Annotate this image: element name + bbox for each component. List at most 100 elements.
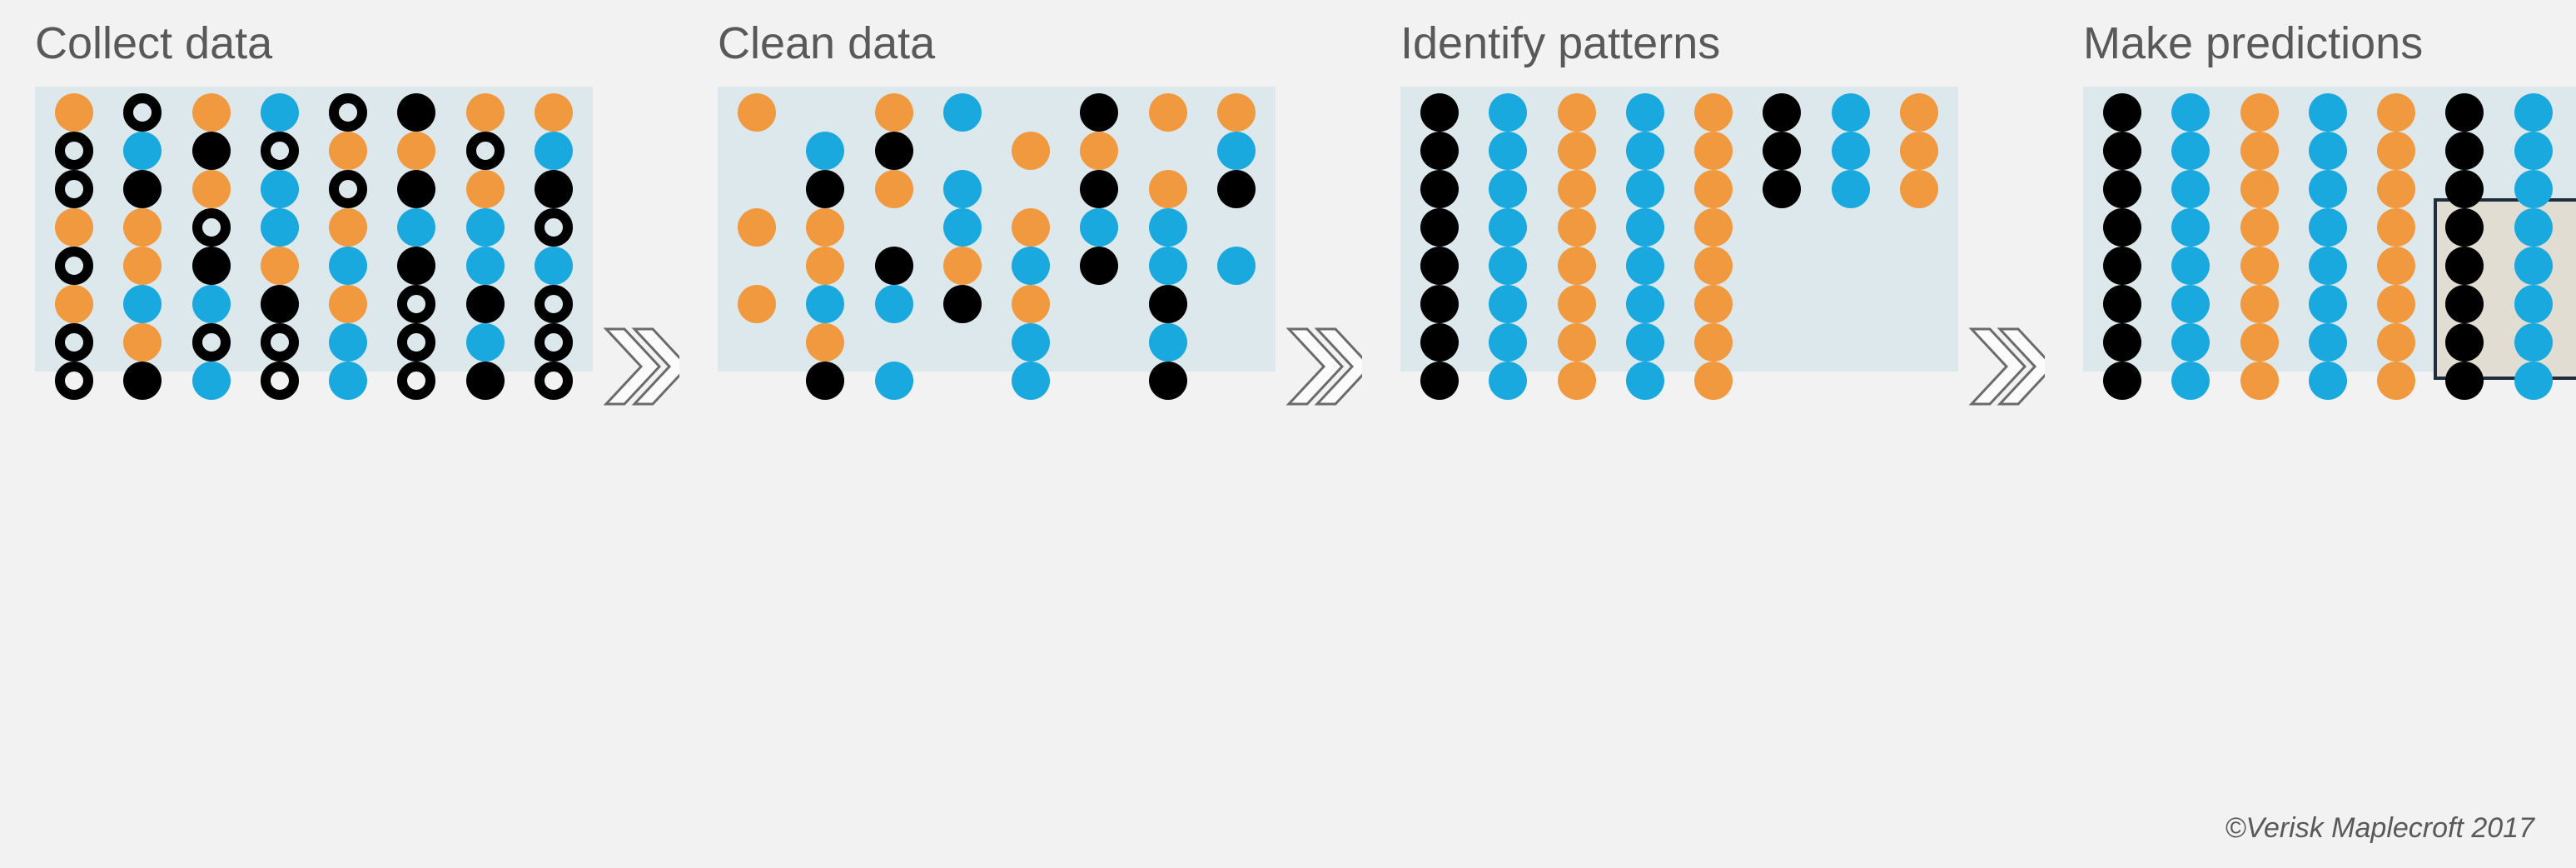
empty-slot — [1900, 285, 1938, 323]
black-circle-icon — [260, 285, 299, 323]
orange-circle-icon — [534, 93, 573, 132]
blue-circle-icon — [2514, 170, 2553, 208]
grid-cell — [997, 285, 1065, 323]
grid-cell — [1748, 323, 1816, 362]
grid-cell — [451, 170, 520, 208]
hollow-circle-icon — [55, 362, 94, 400]
grid-cell — [1885, 132, 1953, 170]
grid-cell — [1748, 132, 1816, 170]
orange-circle-icon — [1148, 93, 1187, 132]
grid-cell — [723, 132, 791, 170]
grid-cell — [1611, 362, 1679, 400]
empty-slot — [738, 362, 776, 400]
orange-circle-icon — [2240, 132, 2279, 170]
grid-cell — [2225, 132, 2294, 170]
grid-cell — [246, 323, 314, 362]
double-chevron-right-icon — [1968, 0, 2045, 733]
hollow-circle-icon — [397, 362, 436, 400]
grid-cell — [2156, 208, 2225, 247]
blue-circle-icon — [2171, 323, 2210, 362]
hollow-circle-icon — [260, 323, 299, 362]
blue-circle-icon — [191, 362, 231, 400]
orange-circle-icon — [1694, 93, 1733, 132]
black-circle-icon — [2445, 247, 2484, 285]
black-circle-icon — [874, 132, 913, 170]
orange-circle-icon — [2240, 285, 2279, 323]
grid-cell — [860, 362, 928, 400]
orange-circle-icon — [874, 170, 913, 208]
hollow-circle-icon — [329, 170, 368, 208]
empty-slot — [1763, 362, 1801, 400]
grid-cell — [451, 93, 520, 132]
grid-cell — [1543, 132, 1611, 170]
blue-circle-icon — [2514, 285, 2553, 323]
grid-cell — [2499, 170, 2568, 208]
grid-cell — [723, 323, 791, 362]
grid-cell — [451, 247, 520, 285]
black-circle-icon — [1763, 132, 1802, 170]
black-circle-icon — [2445, 170, 2484, 208]
grid-cells-identify-patterns — [1400, 87, 1958, 400]
grid-cell — [2156, 132, 2225, 170]
grid-cell — [791, 93, 859, 132]
black-circle-icon — [2103, 208, 2142, 247]
grid-cell — [1405, 362, 1474, 400]
grid-cell — [1202, 170, 1271, 208]
black-circle-icon — [942, 285, 982, 323]
grid-cell — [177, 93, 246, 132]
orange-circle-icon — [465, 93, 505, 132]
grid-cell — [2568, 323, 2576, 362]
grid-cell — [314, 323, 382, 362]
orange-circle-icon — [2240, 247, 2279, 285]
grid-cell — [1679, 132, 1748, 170]
grid-cell — [2225, 170, 2294, 208]
grid-cell — [246, 93, 314, 132]
grid-cell — [1885, 93, 1953, 132]
grid-cells-clean-data — [718, 87, 1276, 400]
grid-cell — [928, 93, 997, 132]
blue-circle-icon — [2308, 170, 2347, 208]
empty-slot — [1832, 323, 1870, 362]
hollow-circle-icon — [260, 132, 299, 170]
blue-circle-icon — [1625, 323, 1664, 362]
grid-cell — [520, 285, 588, 323]
grid-cell — [723, 93, 791, 132]
double-chevron-right-icon — [603, 0, 679, 733]
orange-circle-icon — [1899, 93, 1938, 132]
hollow-circle-icon — [123, 93, 162, 132]
empty-slot — [1217, 362, 1256, 400]
grid-cell — [1134, 285, 1202, 323]
orange-circle-icon — [1694, 285, 1733, 323]
empty-slot — [1832, 208, 1870, 247]
grid-cell — [1065, 362, 1133, 400]
grid-cell — [2294, 208, 2362, 247]
grid-cell — [723, 208, 791, 247]
grid-cell — [860, 285, 928, 323]
grid-cell — [928, 323, 997, 362]
grid-cell — [2430, 93, 2499, 132]
grid-cell — [2156, 285, 2225, 323]
grid-cell — [1474, 93, 1542, 132]
grid-cell — [1748, 170, 1816, 208]
dot-grid-clean-data — [718, 87, 1276, 400]
grid-cell — [1748, 93, 1816, 132]
orange-circle-icon — [2240, 170, 2279, 208]
empty-slot — [738, 323, 776, 362]
blue-circle-icon — [1489, 208, 1528, 247]
grid-cell — [1817, 132, 1885, 170]
orange-circle-icon — [1899, 132, 1938, 170]
orange-circle-icon — [2377, 93, 2416, 132]
black-circle-icon — [465, 362, 505, 400]
grid-cell — [1543, 208, 1611, 247]
black-circle-icon — [1080, 93, 1119, 132]
blue-circle-icon — [2308, 362, 2347, 400]
grid-cell — [2430, 362, 2499, 400]
black-circle-icon — [397, 247, 436, 285]
grid-cell — [314, 132, 382, 170]
grid-cell — [314, 170, 382, 208]
grid-cell — [177, 285, 246, 323]
grid-cell — [1474, 362, 1542, 400]
grid-cell — [2362, 362, 2430, 400]
empty-slot — [1012, 93, 1050, 132]
